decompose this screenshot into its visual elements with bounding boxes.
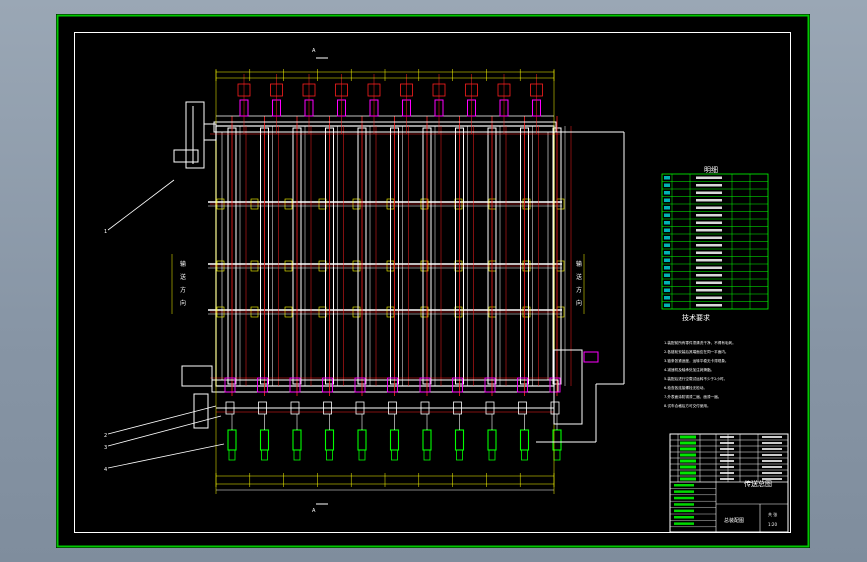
section-mark-bottom: A [312,508,316,514]
svg-text:向: 向 [576,299,582,307]
svg-text:7.外表面涂防锈漆二遍，面漆一遍。: 7.外表面涂防锈漆二遍，面漆一遍。 [664,394,721,399]
dimension-lines [171,69,585,494]
svg-text:送: 送 [576,273,582,281]
section-mark-top: A [312,48,316,54]
svg-text:2.各链轮安装后其端面应在同一平面内。: 2.各链轮安装后其端面应在同一平面内。 [664,349,729,354]
callout-2: 2 [104,433,107,439]
conveyor-frame [208,125,565,387]
side-label-right: 输 送 方 向 [576,260,582,307]
tech-requirements: 1.装配前所有零件须清洗干净，不得有毛刺。 2.各链轮安装后其端面应在同一平面内… [664,340,736,408]
title-block-drawing-name: 总装配图 [724,517,744,524]
leader-lines [107,179,225,469]
cad-drawing-viewport[interactable]: 1 2 3 4 A A 输 送 方 向 输 送 方 向 [56,14,810,548]
callout-4: 4 [104,467,107,473]
tech-req-title: 技术要求 [682,313,710,322]
svg-text:8.试车合格后方可交付使用。: 8.试车合格后方可交付使用。 [664,403,711,408]
title-block [669,433,789,533]
svg-text:方: 方 [576,286,582,294]
parts-list-table [661,173,769,310]
svg-text:3.链条张紧适度，运转平稳无卡滞现象。: 3.链条张紧适度，运转平稳无卡滞现象。 [664,358,729,363]
roller-array [210,116,572,396]
motor-row [227,414,562,461]
side-label-left: 输 送 方 向 [180,260,186,307]
svg-text:输: 输 [180,260,186,268]
svg-text:6.检查各连接螺栓无松动。: 6.检查各连接螺栓无松动。 [664,385,707,390]
inner-border [74,32,791,533]
left-gearbox [173,101,217,429]
svg-text:1.装配前所有零件须清洗干净，不得有毛刺。: 1.装配前所有零件须清洗干净，不得有毛刺。 [664,340,736,345]
title-block-main-title: 传送总图 [744,479,772,488]
callout-3: 3 [104,445,107,451]
svg-text:输: 输 [576,260,582,268]
title-block-scale: 1:20 [768,522,777,527]
title-block-sheet-info: 共 张 [768,511,777,517]
svg-text:向: 向 [180,299,186,307]
outer-frame [56,14,810,548]
right-tensioner [536,131,625,443]
svg-text:方: 方 [180,286,186,294]
assembly-drawing: 1 2 3 4 A A 输 送 方 向 输 送 方 向 [56,14,810,548]
top-drive-row [213,74,557,134]
svg-text:送: 送 [180,273,186,281]
svg-text:5.装配后进行空载试运转不少于2小时。: 5.装配后进行空载试运转不少于2小时。 [664,376,727,381]
callout-1: 1 [104,229,107,235]
parts-table-title: 明细 [704,165,718,174]
svg-text:4.减速机及轴承处加注润滑脂。: 4.减速机及轴承处加注润滑脂。 [664,367,714,372]
